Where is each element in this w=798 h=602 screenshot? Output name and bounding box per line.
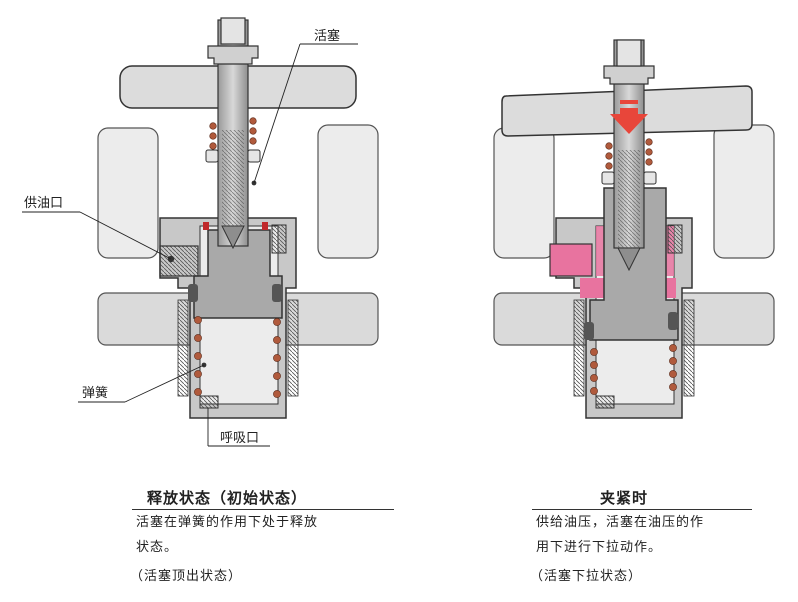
housing-thread — [683, 299, 695, 397]
upper-spring — [209, 117, 257, 150]
spring-label: 弹簧 — [82, 385, 108, 401]
rod-thread — [618, 150, 640, 248]
clamp-cross-section-diagram: 活塞 供油口 弹簧 呼吸口 — [22, 17, 775, 447]
release-state-title: 释放状态（初始状态） — [147, 489, 308, 507]
rod-thread — [222, 130, 244, 226]
release-state-rule — [132, 509, 394, 510]
clamping-state-description: 供给油压，活塞在油压的作 用下进行下拉动作。 — [536, 510, 766, 560]
clamping-state-note: （活塞下拉状态） — [530, 569, 643, 584]
workpiece-block-left — [493, 127, 555, 259]
release-state-note: （活塞顶出状态） — [130, 569, 243, 584]
rod-seal — [643, 171, 657, 185]
pull-down-arrow — [610, 100, 648, 134]
housing-thread — [177, 299, 189, 397]
release-state-diagram: 活塞 供油口 弹簧 呼吸口 — [22, 17, 379, 447]
rod-seal — [205, 149, 219, 163]
seal-marker — [262, 222, 268, 230]
rod-cap — [616, 39, 642, 67]
piston-o-ring — [188, 284, 198, 302]
clamping-state-diagram — [493, 39, 775, 419]
piston-label: 活塞 — [314, 28, 340, 44]
breather-port — [199, 395, 219, 409]
oil-chamber — [580, 278, 606, 298]
piston-head — [589, 187, 679, 341]
oil-port-leader — [79, 211, 172, 260]
piston-leader — [253, 43, 301, 184]
clamping-state-line-2: 用下进行下拉动作。 — [536, 540, 663, 555]
seal-marker — [203, 222, 209, 230]
workpiece-block-left — [97, 127, 159, 259]
piston-o-ring — [584, 322, 594, 340]
main-spring — [194, 316, 281, 398]
bleed-screw — [667, 224, 683, 254]
workpiece-block-right — [713, 124, 775, 259]
rod-cap — [220, 17, 246, 45]
release-state-line-1: 活塞在弹簧的作用下处于释放 — [136, 515, 319, 530]
main-spring — [590, 344, 677, 395]
piston-o-ring — [668, 312, 678, 330]
clamping-state-rule — [532, 509, 752, 510]
breather-label: 呼吸口 — [220, 431, 259, 446]
housing-thread — [287, 299, 299, 397]
release-state-description: 活塞在弹簧的作用下处于释放 状态。 — [136, 510, 396, 560]
piston-o-ring — [272, 284, 282, 302]
release-state-line-2: 状态。 — [136, 540, 179, 555]
piston-head — [193, 229, 283, 319]
rod-hex-nut — [603, 65, 655, 85]
spring-leader — [124, 364, 205, 403]
bleed-screw — [271, 224, 287, 254]
workpiece-block-right — [317, 124, 379, 259]
rod-hex-nut — [207, 45, 259, 65]
upper-spring — [605, 138, 653, 170]
oil-port-label: 供油口 — [24, 196, 63, 211]
oil-port-fitting — [159, 245, 199, 277]
housing-thread — [573, 299, 585, 397]
clamping-state-title: 夹紧时 — [600, 489, 649, 507]
clamping-state-line-1: 供给油压，活塞在油压的作 — [536, 515, 705, 530]
oil-port-fitting — [549, 243, 593, 277]
rod-seal — [247, 149, 261, 163]
breather-port — [595, 395, 615, 409]
rod-seal — [601, 171, 615, 185]
